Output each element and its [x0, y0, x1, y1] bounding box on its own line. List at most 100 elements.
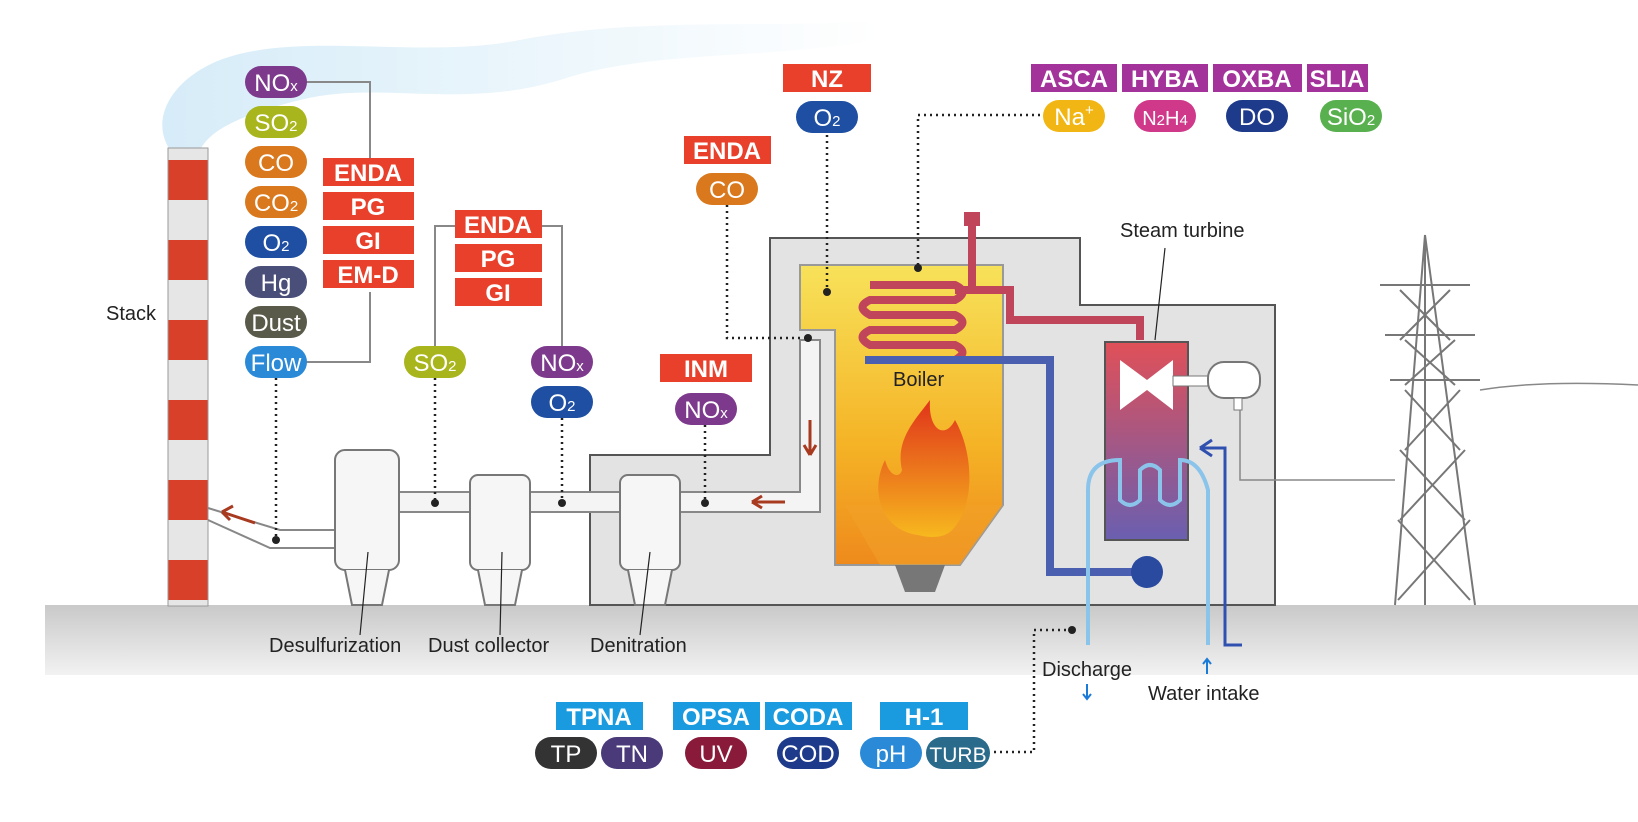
tag-pg-duct[interactable]: PG: [455, 244, 542, 273]
svg-text:Dust: Dust: [251, 310, 301, 337]
discharge-arrow-icon: [1082, 684, 1092, 701]
svg-text:INM: INM: [684, 356, 728, 383]
svg-text:SiO2: SiO2: [1327, 104, 1375, 131]
svg-text:COD: COD: [781, 741, 834, 768]
svg-text:CO: CO: [709, 177, 745, 204]
pill-turb: TURB: [926, 737, 990, 769]
dust-collector-label: Dust collector: [428, 635, 549, 657]
flow-arrow-stack: [220, 504, 256, 525]
svg-text:SO2: SO2: [413, 350, 456, 377]
flow-arrow-down: [802, 420, 818, 456]
svg-text:TPNA: TPNA: [566, 704, 631, 731]
svg-text:O2: O2: [548, 390, 575, 417]
smoke-plume: [162, 20, 880, 150]
svg-text:H-1: H-1: [905, 704, 944, 731]
water-intake-label: Water intake: [1148, 683, 1260, 705]
svg-text:HYBA: HYBA: [1131, 66, 1199, 93]
svg-text:UV: UV: [699, 741, 732, 768]
flame-icon: [878, 400, 970, 537]
pill-so2-stack: SO2: [245, 106, 307, 138]
pill-hg-stack: Hg: [245, 266, 307, 298]
desulfurization-unit: [334, 449, 400, 606]
tag-gi-duct[interactable]: GI: [455, 278, 542, 307]
svg-text:PG: PG: [481, 246, 516, 273]
dust-collector-unit: [469, 474, 531, 606]
svg-text:PG: PG: [351, 194, 386, 221]
tag-opsa[interactable]: OPSA: [673, 702, 760, 731]
condenser-coil: [1086, 457, 1210, 645]
pill-so2-duct: SO2: [404, 346, 466, 378]
pill-dust-stack: Dust: [245, 306, 307, 338]
svg-text:O2: O2: [262, 230, 289, 257]
svg-text:EM-D: EM-D: [337, 262, 398, 289]
pill-o2-boiler: O2: [796, 101, 858, 133]
svg-text:GI: GI: [485, 280, 510, 307]
tag-oxba[interactable]: OXBA: [1213, 64, 1302, 93]
svg-text:ENDA: ENDA: [334, 160, 402, 187]
pill-sio2: SiO2: [1320, 100, 1382, 132]
svg-text:ENDA: ENDA: [693, 138, 761, 165]
pill-nox-stack: NOx: [245, 66, 307, 98]
svg-text:NZ: NZ: [811, 66, 843, 93]
tag-pg-stack[interactable]: PG: [323, 192, 414, 221]
tag-enda-stack[interactable]: ENDA: [323, 158, 414, 187]
svg-text:TP: TP: [551, 741, 582, 768]
power-line: [1239, 382, 1638, 481]
cooling-water-arrow: [1199, 438, 1242, 647]
svg-text:ASCA: ASCA: [1040, 66, 1108, 93]
denitration-unit: [619, 474, 681, 606]
svg-text:OPSA: OPSA: [682, 704, 750, 731]
steam-coil: [858, 281, 967, 364]
svg-text:SLIA: SLIA: [1310, 66, 1365, 93]
pill-co-boiler: CO: [696, 173, 758, 205]
svg-text:OXBA: OXBA: [1222, 66, 1291, 93]
tag-slia[interactable]: SLIA: [1307, 64, 1368, 93]
svg-text:Na+: Na+: [1054, 102, 1094, 131]
boiler-label: Boiler: [893, 369, 944, 391]
pill-flow-stack: Flow: [245, 346, 307, 378]
pill-o2-duct: O2: [531, 386, 593, 418]
pill-co2-stack: CO2: [245, 186, 307, 218]
tag-gi-stack[interactable]: GI: [323, 226, 414, 255]
steam-pipe: [955, 222, 1144, 340]
svg-text:CO: CO: [258, 150, 294, 177]
steam-turbine-label: Steam turbine: [1120, 220, 1245, 242]
stack-label: Stack: [106, 303, 157, 325]
svg-text:N2H4: N2H4: [1142, 108, 1188, 130]
svg-text:NOx: NOx: [540, 350, 584, 377]
transmission-tower-icon: [1380, 234, 1480, 606]
pill-o2-stack: O2: [245, 226, 307, 258]
pill-n2h4: N2H4: [1134, 100, 1196, 132]
svg-text:O2: O2: [813, 105, 840, 132]
tag-inm[interactable]: INM: [660, 354, 752, 383]
svg-text:SO2: SO2: [254, 110, 297, 137]
svg-text:DO: DO: [1239, 104, 1275, 131]
stack-chimney: [167, 147, 209, 607]
tag-hyba[interactable]: HYBA: [1122, 64, 1208, 93]
tag-emd-stack[interactable]: EM-D: [323, 260, 414, 289]
tag-enda-duct[interactable]: ENDA: [455, 210, 542, 239]
tag-enda-boiler[interactable]: ENDA: [684, 136, 771, 165]
flow-arrow-duct: [751, 494, 785, 510]
pill-tp: TP: [535, 737, 597, 769]
tag-asca[interactable]: ASCA: [1031, 64, 1117, 93]
tag-tpna[interactable]: TPNA: [556, 702, 643, 731]
pill-cod: COD: [777, 737, 839, 769]
pill-uv: UV: [685, 737, 747, 769]
leader-lines: [359, 247, 1166, 636]
sample-points: [272, 264, 1076, 634]
connectors: [306, 81, 563, 363]
svg-text:Flow: Flow: [251, 350, 302, 377]
svg-text:CODA: CODA: [773, 704, 844, 731]
svg-text:NOx: NOx: [684, 397, 728, 424]
feedwater-pipe: [865, 356, 1140, 576]
tag-nz[interactable]: NZ: [783, 64, 871, 93]
svg-text:TN: TN: [616, 741, 648, 768]
tag-h1[interactable]: H-1: [880, 702, 968, 731]
tag-coda[interactable]: CODA: [765, 702, 852, 731]
pill-nox-denit: NOx: [675, 393, 737, 425]
pill-tn: TN: [601, 737, 663, 769]
pill-co-stack: CO: [245, 146, 307, 178]
desulfurization-label: Desulfurization: [269, 635, 401, 657]
